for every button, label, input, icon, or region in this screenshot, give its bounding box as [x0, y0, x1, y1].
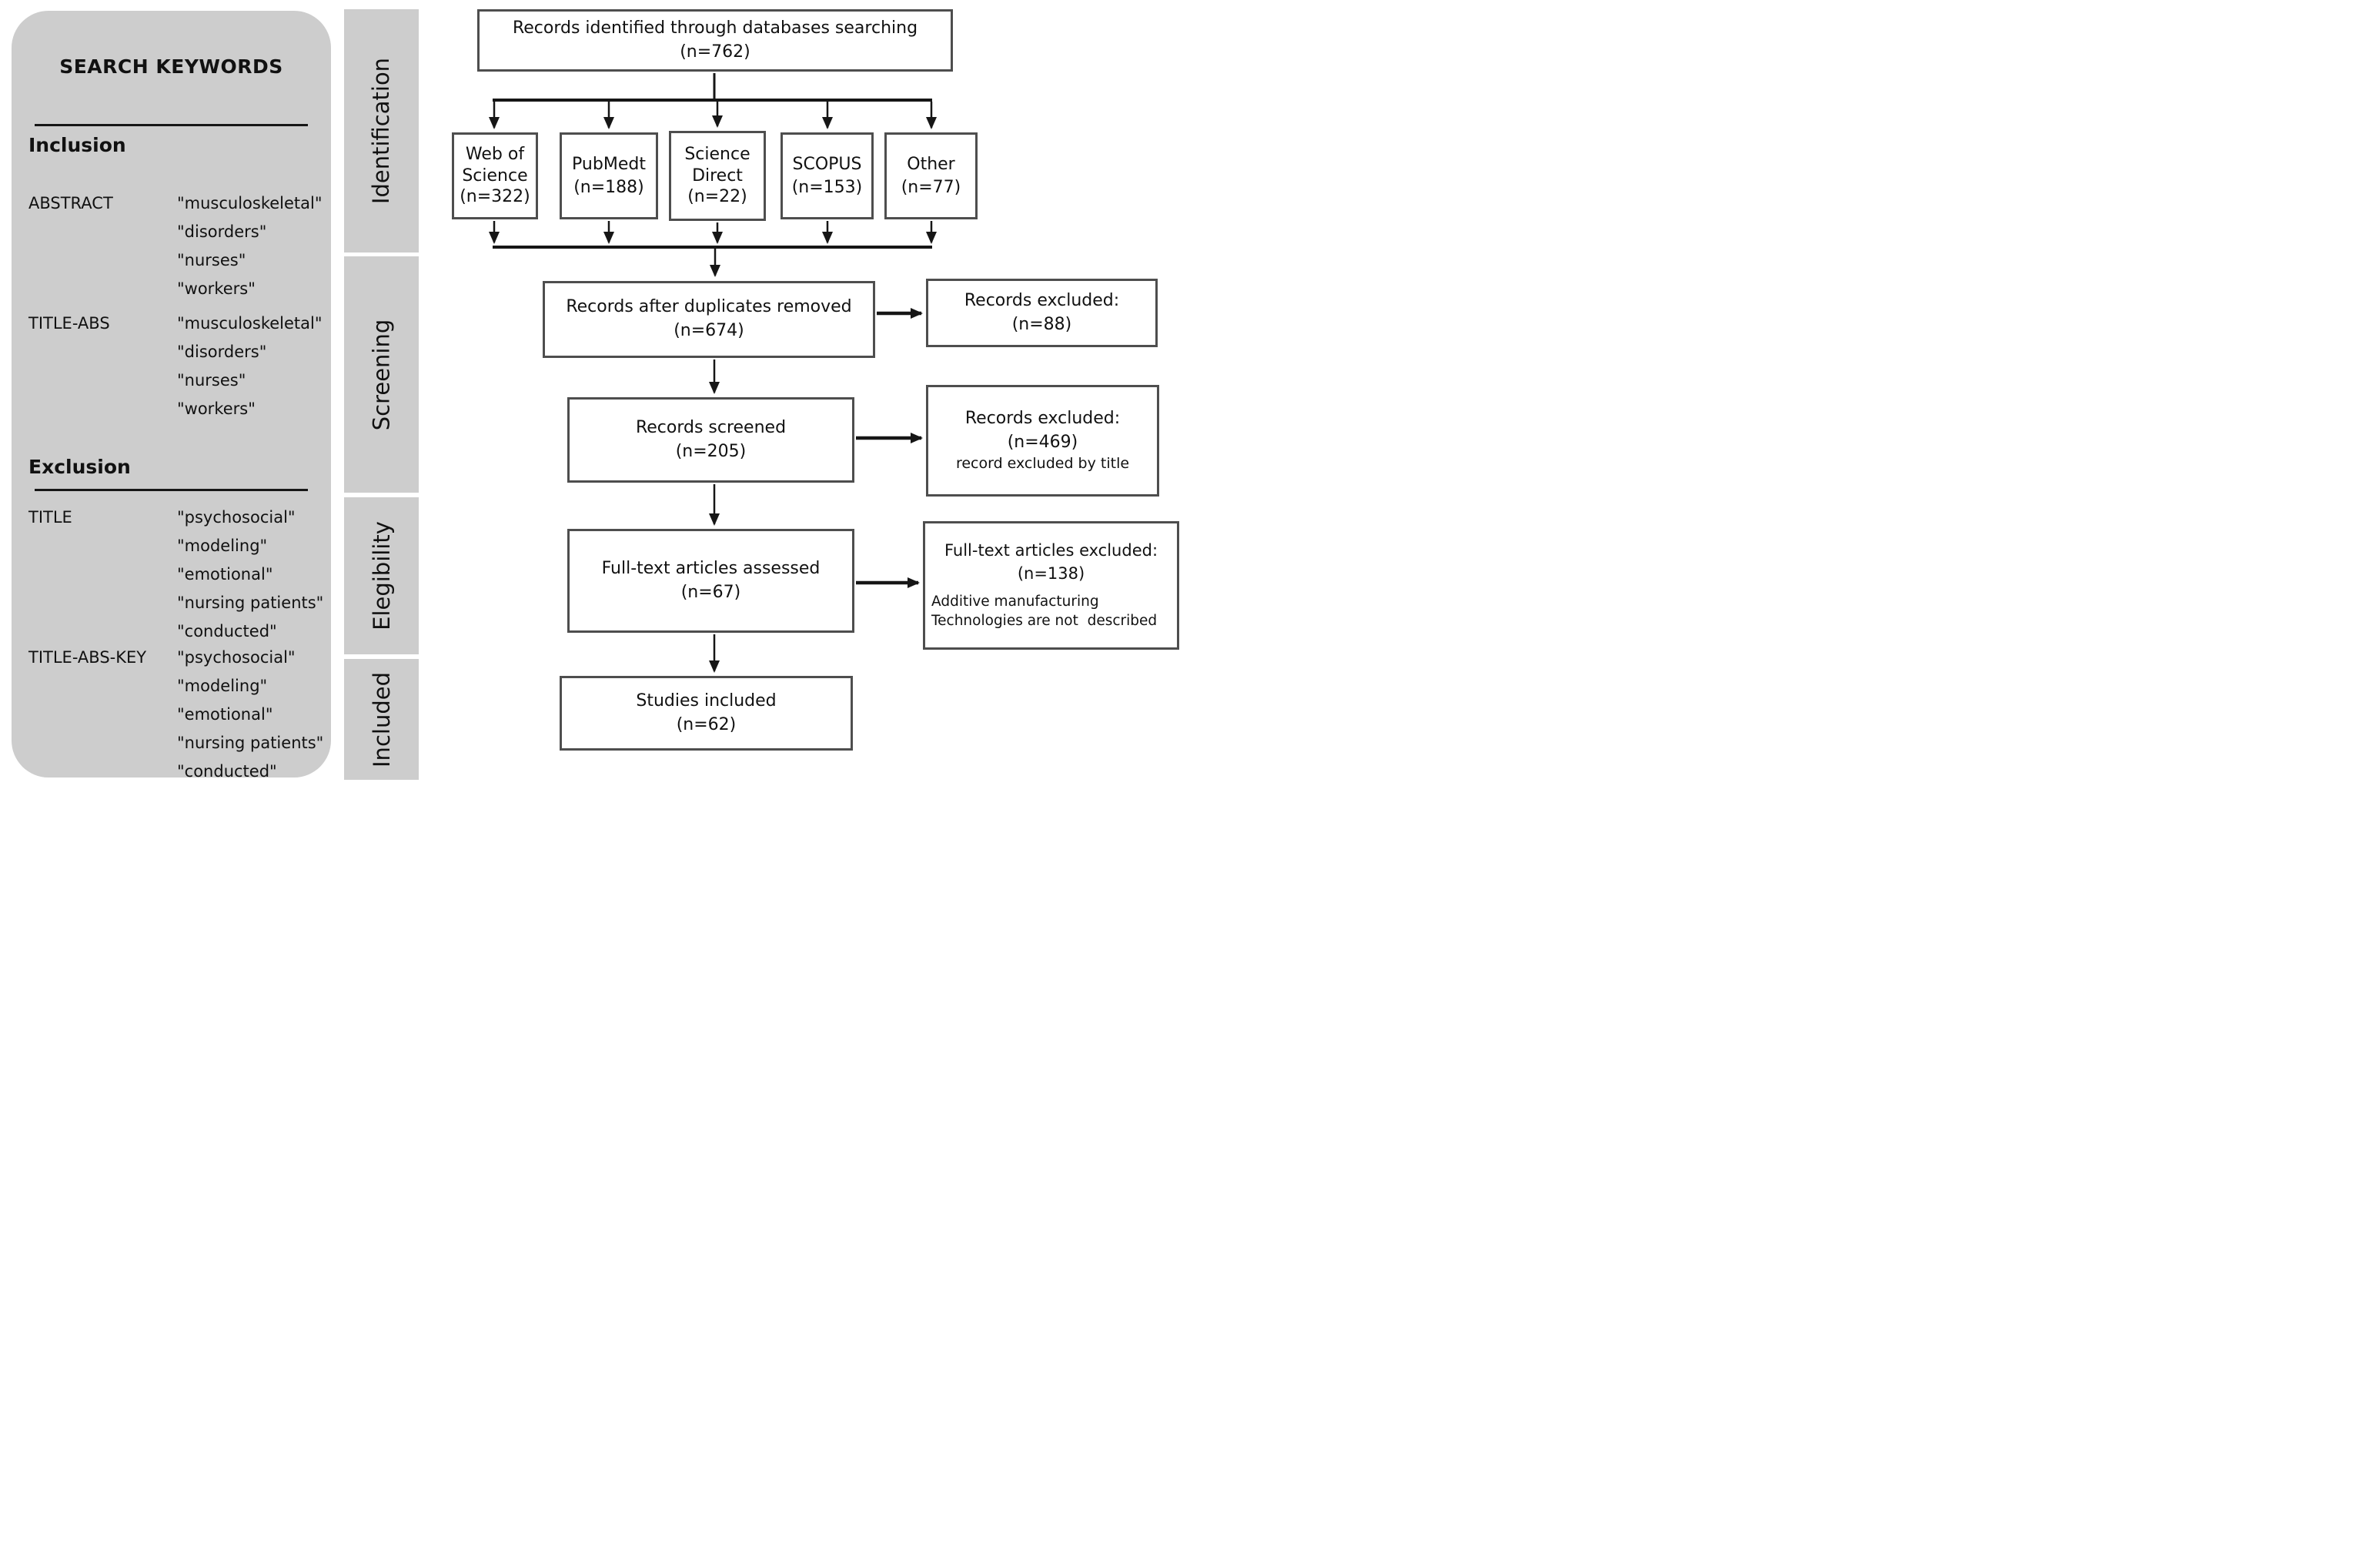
box-count: (n=88) — [1011, 314, 1072, 334]
box-count: (n=762) — [680, 42, 750, 62]
box-text: Records identified through databases sea… — [512, 18, 918, 38]
box-text: Records screened — [635, 417, 787, 437]
box-text: Records excluded: — [964, 408, 1121, 428]
box-count: (n=77) — [901, 177, 961, 197]
box-count: (n=205) — [675, 441, 747, 461]
box-text: Direct — [692, 166, 743, 186]
stage-included: Included — [344, 659, 419, 780]
inclusion-heading: Inclusion — [28, 134, 126, 156]
box-count: (n=22) — [687, 187, 747, 207]
database-box-science-direct: Science Direct (n=22) — [669, 131, 766, 221]
database-box-other: Other (n=77) — [884, 132, 978, 219]
keyword-row-abstract: ABSTRACT "musculoskeletal" "disorders" "… — [28, 189, 326, 303]
database-box-web-of-science: Web of Science (n=322) — [452, 132, 538, 219]
keyword-term: "psychosocial" — [177, 648, 296, 667]
box-count: (n=469) — [1007, 432, 1078, 452]
box-note: Technologies are not described — [931, 612, 1158, 629]
keyword-field-label: TITLE-ABS — [28, 314, 110, 333]
box-text: PubMedt — [572, 154, 646, 174]
keyword-term: "modeling" — [177, 537, 268, 555]
prisma-flow-diagram: SEARCH KEYWORDS Inclusion ABSTRACT "musc… — [0, 0, 1190, 782]
keyword-field-label: TITLE-ABS-KEY — [28, 648, 147, 667]
keyword-term: "emotional" — [177, 565, 273, 584]
stage-identification: Identification — [344, 9, 419, 252]
records-identified-box: Records identified through databases sea… — [477, 9, 953, 72]
keyword-row-title-abs-key: TITLE-ABS-KEY "psychosocial" "modeling" … — [28, 644, 326, 782]
keyword-field-label: TITLE — [28, 508, 72, 527]
flow-arrows — [489, 73, 937, 673]
fulltext-assessed-box: Full-text articles assessed (n=67) — [567, 529, 854, 633]
keyword-term: "nursing patients" — [177, 734, 324, 752]
box-text: SCOPUS — [792, 154, 862, 174]
box-count: (n=188) — [573, 177, 644, 197]
divider-line — [35, 124, 308, 126]
database-box-scopus: SCOPUS (n=153) — [781, 132, 874, 219]
keyword-term: "musculoskeletal" — [177, 314, 323, 333]
records-excluded-2-box: Records excluded: (n=469) record exclude… — [926, 385, 1159, 497]
keyword-term: "nursing patients" — [177, 594, 324, 612]
keyword-term: "workers" — [177, 279, 256, 298]
fulltext-excluded-box: Full-text articles excluded: (n=138) Add… — [923, 521, 1179, 650]
keyword-term: "disorders" — [177, 222, 267, 241]
box-text: Science — [462, 166, 528, 186]
keyword-term: "musculoskeletal" — [177, 194, 323, 212]
keyword-terms: "musculoskeletal" "disorders" "nurses" "… — [177, 189, 326, 303]
search-keywords-panel: SEARCH KEYWORDS Inclusion ABSTRACT "musc… — [12, 11, 331, 781]
keyword-terms: "psychosocial" "modeling" "emotional" "n… — [177, 503, 326, 646]
stage-screening: Screening — [344, 256, 419, 493]
database-box-pubmedt: PubMedt (n=188) — [560, 132, 658, 219]
keyword-term: "conducted" — [177, 622, 277, 640]
keyword-row-title-abs: TITLE-ABS "musculoskeletal" "disorders" … — [28, 309, 326, 423]
keyword-row-title: TITLE "psychosocial" "modeling" "emotion… — [28, 503, 326, 646]
keyword-terms: "musculoskeletal" "disorders" "nurses" "… — [177, 309, 326, 423]
keyword-term: "psychosocial" — [177, 508, 296, 527]
box-text: Studies included — [636, 691, 777, 711]
box-count: (n=322) — [460, 187, 530, 207]
panel-title: SEARCH KEYWORDS — [59, 55, 283, 78]
keyword-term: "emotional" — [177, 705, 273, 724]
keyword-term: "modeling" — [177, 677, 268, 695]
keyword-term: "workers" — [177, 400, 256, 418]
keyword-term: "nurses" — [177, 251, 246, 269]
exclusion-heading: Exclusion — [28, 456, 131, 478]
box-count: (n=62) — [676, 714, 737, 734]
box-note: Additive manufacturing — [931, 593, 1099, 610]
box-text: Full-text articles assessed — [601, 558, 821, 578]
studies-included-box: Studies included (n=62) — [560, 676, 853, 751]
box-count: (n=67) — [680, 582, 741, 602]
box-text: Web of — [465, 145, 525, 165]
keyword-terms: "psychosocial" "modeling" "emotional" "n… — [177, 644, 326, 782]
records-excluded-1-box: Records excluded: (n=88) — [926, 279, 1158, 347]
box-text: Other — [907, 154, 955, 174]
box-note: record excluded by title — [955, 455, 1130, 473]
box-count: (n=138) — [1017, 563, 1085, 583]
box-text: Records excluded: — [964, 290, 1120, 310]
keyword-term: "nurses" — [177, 371, 246, 390]
keyword-term: "conducted" — [177, 762, 277, 781]
keyword-field-label: ABSTRACT — [28, 194, 113, 212]
box-text: Science — [684, 145, 750, 165]
keyword-term: "disorders" — [177, 343, 267, 361]
box-count: (n=674) — [674, 321, 744, 340]
records-screened-box: Records screened (n=205) — [567, 397, 854, 483]
stage-elegibility: Elegibility — [344, 497, 419, 654]
duplicates-removed-box: Records after duplicates removed (n=674) — [543, 281, 875, 358]
box-count: (n=153) — [791, 177, 863, 197]
box-text: Full-text articles excluded: — [944, 541, 1158, 560]
divider-line — [35, 489, 308, 491]
box-text: Records after duplicates removed — [566, 297, 852, 317]
